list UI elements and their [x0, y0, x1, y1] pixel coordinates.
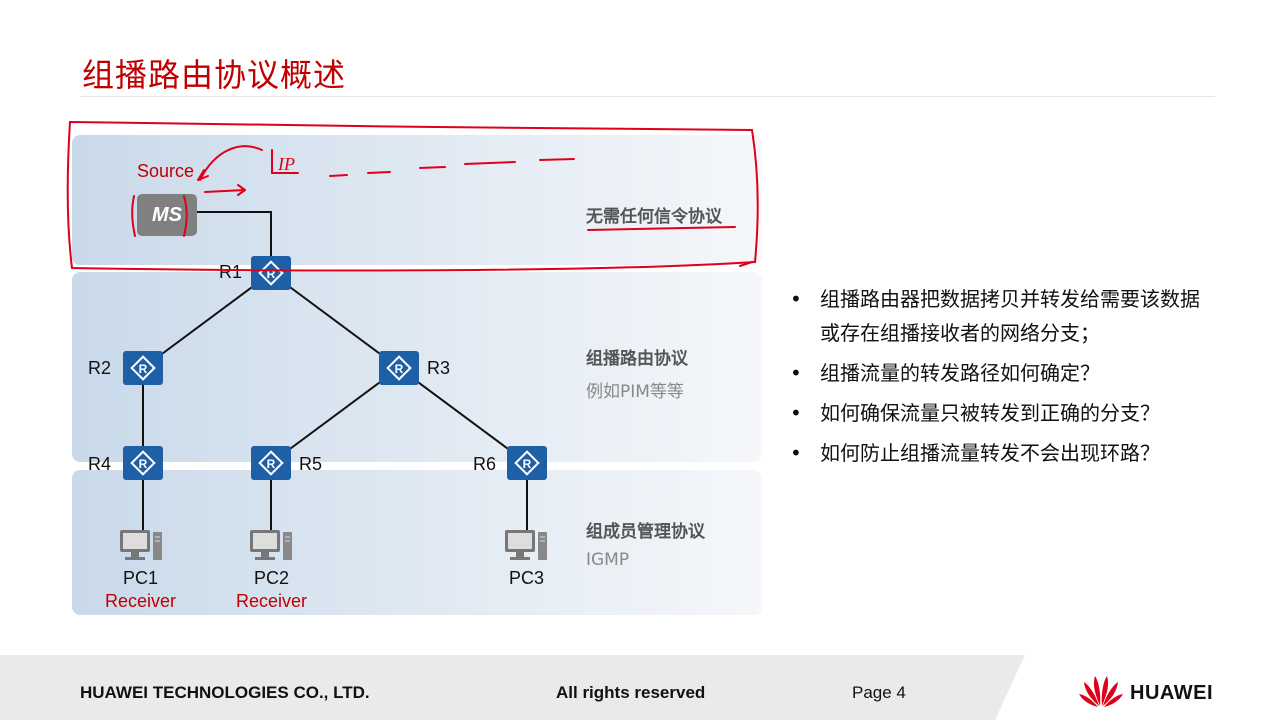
- annotation-dash-6: [739, 261, 753, 267]
- footer-rights: All rights reserved: [556, 683, 706, 702]
- svg-text:R: R: [267, 267, 276, 281]
- annotation-arrowhead-2: [237, 184, 246, 196]
- router-label-r6: R6: [473, 454, 497, 474]
- annotation-arrow-straight: [204, 189, 246, 193]
- annotation-underline: [587, 226, 736, 231]
- bullet-text: 如何确保流量只被转发到正确的分支？: [820, 401, 1160, 425]
- router-label-r3: R3: [427, 358, 451, 378]
- svg-text:R: R: [139, 362, 148, 376]
- layer-title-routing: 组播路由协议: [586, 349, 688, 369]
- router-label-r5: R5: [299, 454, 323, 474]
- bullet-item: • 组播路由器把数据拷贝并转发给需要该数据或存在组播接收者的网络分支；: [790, 282, 1200, 350]
- pc-icon-pc1: [120, 530, 162, 560]
- svg-text:R: R: [139, 457, 148, 471]
- router-label-r1: R1: [219, 262, 243, 282]
- source-label: Source: [137, 161, 195, 181]
- annotation-dash-5: [539, 158, 575, 161]
- annotation-ip-text: IP: [277, 154, 295, 174]
- annotation-ms-bracket-left: [131, 195, 136, 237]
- ms-label: MS: [152, 203, 182, 226]
- bullet-item: • 组播流量的转发路径如何确定？: [790, 356, 1200, 390]
- slide-title: 组播路由协议概述: [82, 56, 347, 94]
- layer-title-membership: 组成员管理协议: [586, 522, 705, 542]
- router-icon-r2: R: [123, 351, 163, 385]
- router-icon-r1: R: [251, 256, 291, 290]
- pc-label-pc2: PC2: [254, 568, 290, 588]
- router-icon-r5: R: [251, 446, 291, 480]
- router-icon-r6: R: [507, 446, 547, 480]
- router-icon-r4: R: [123, 446, 163, 480]
- annotation-outline: [66, 120, 759, 272]
- bullet-dot: •: [790, 287, 802, 311]
- footer-company: HUAWEI TECHNOLOGIES CO., LTD.: [80, 683, 370, 702]
- footer-brand: HUAWEI: [1130, 682, 1213, 704]
- router-icon-r3: R: [379, 351, 419, 385]
- bullet-dot: •: [790, 401, 802, 425]
- huawei-logo-icon: [1079, 676, 1123, 707]
- layer-title-source: 无需任何信令协议: [586, 207, 722, 227]
- bullet-text: 如何防止组播流量转发不会出现环路？: [820, 441, 1160, 465]
- annotation-arrow-curve: [199, 145, 263, 181]
- layer-sub-membership: IGMP: [586, 550, 630, 570]
- pc-icon-pc3: [505, 530, 547, 560]
- router-label-r2: R2: [88, 358, 112, 378]
- link-ms-r1: [197, 211, 272, 256]
- svg-text:R: R: [395, 362, 404, 376]
- pc-label-pc1: PC1: [123, 568, 159, 588]
- router-label-r4: R4: [88, 454, 112, 474]
- annotation-dash-2: [367, 171, 391, 174]
- pc-role-pc2: Receiver: [236, 591, 308, 611]
- bullet-text: 组播流量的转发路径如何确定？: [820, 361, 1100, 385]
- layer-sub-routing: 例如PIM等等: [586, 382, 684, 402]
- annotation-box: [271, 149, 299, 174]
- bullet-dot: •: [790, 361, 802, 385]
- annotation-arrowhead-1: [197, 169, 209, 181]
- bullet-list: • 组播路由器把数据拷贝并转发给需要该数据或存在组播接收者的网络分支； • 组播流量…: [790, 282, 1200, 476]
- pc-icon-pc2: [250, 530, 292, 560]
- bullet-text: 组播路由器把数据拷贝并转发给需要该数据或存在组播接收者的网络分支；: [820, 287, 1200, 345]
- pc-role-pc1: Receiver: [105, 591, 177, 611]
- annotation-dash-4: [464, 161, 516, 165]
- svg-text:R: R: [267, 457, 276, 471]
- link-r1-r2: [142, 272, 272, 369]
- annotation-ms-bracket-right: [183, 195, 188, 237]
- pc-label-pc3: PC3: [509, 568, 545, 588]
- footer-logo-area: [995, 655, 1280, 720]
- title-divider: [80, 96, 1215, 97]
- layer-band-membership: [72, 470, 762, 615]
- footer-page-number: Page 4: [852, 683, 906, 702]
- annotation-dash-3: [419, 166, 446, 169]
- annotation-dash-1: [329, 174, 348, 177]
- bullet-item: • 如何防止组播流量转发不会出现环路？: [790, 436, 1200, 470]
- link-r1-r3: [270, 272, 400, 369]
- link-r3-r5: [270, 367, 400, 464]
- bullet-item: • 如何确保流量只被转发到正确的分支？: [790, 396, 1200, 430]
- link-r3-r6: [398, 367, 528, 464]
- svg-text:R: R: [523, 457, 532, 471]
- bullet-dot: •: [790, 441, 802, 465]
